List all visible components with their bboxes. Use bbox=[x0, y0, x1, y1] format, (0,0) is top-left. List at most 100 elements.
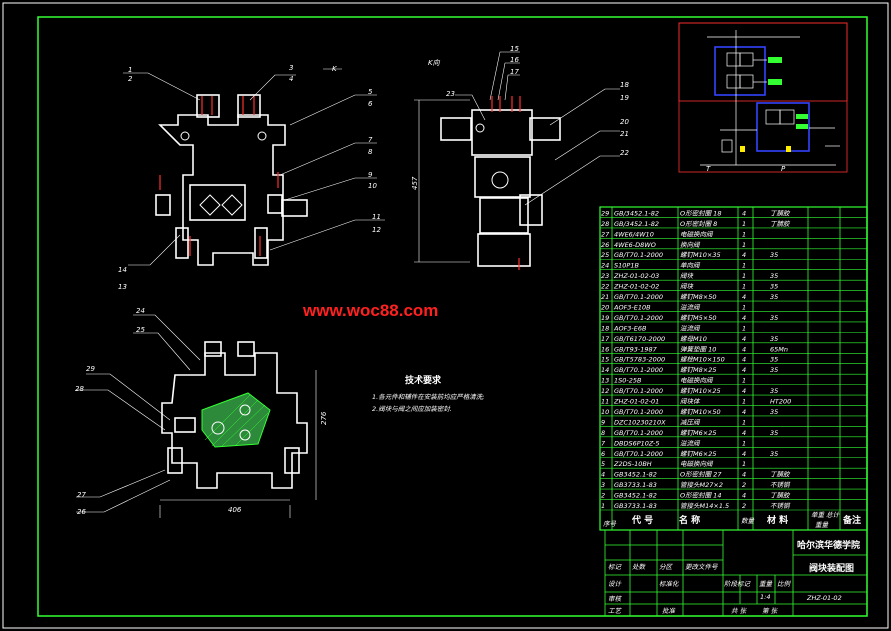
tb-review: 审核 bbox=[608, 595, 623, 603]
bom-table bbox=[599, 206, 868, 531]
bom-cell-name: 螺母M10 bbox=[680, 335, 707, 343]
bom-header-name: 名 称 bbox=[679, 514, 700, 526]
bom-cell-no: 27 bbox=[601, 230, 610, 238]
bom-cell-name: 弹簧垫圈 10 bbox=[680, 345, 716, 353]
drawing-name: 阀块装配图 bbox=[809, 562, 854, 574]
bom-cell-code: GB/T70.1-2000 bbox=[614, 408, 663, 416]
bom-cell-name: 螺钉M5×50 bbox=[680, 314, 716, 322]
balloon-3: 3 bbox=[289, 64, 293, 72]
bom-cell-mat: 35 bbox=[770, 408, 778, 416]
bom-cell-mat: 不锈钢 bbox=[770, 502, 791, 510]
bom-cell-qty: 4 bbox=[742, 450, 746, 458]
bom-cell-qty: 1 bbox=[742, 460, 746, 468]
bom-cell-no: 21 bbox=[601, 293, 609, 301]
k-view-label: K向 bbox=[428, 59, 441, 67]
bom-cell-code: 4WE6/4W10 bbox=[614, 230, 654, 238]
bom-cell-name: 管接头M14×1.5 bbox=[680, 502, 729, 510]
balloon-17: 17 bbox=[510, 68, 519, 76]
balloon-5: 5 bbox=[368, 88, 373, 96]
scale-value: 1:4 bbox=[760, 593, 770, 601]
bom-cell-qty: 1 bbox=[742, 262, 746, 270]
balloon-10: 10 bbox=[368, 182, 377, 190]
tb-mark: 标记 bbox=[608, 563, 623, 571]
tb-count: 处数 bbox=[632, 563, 647, 571]
bom-cell-code: GB/T93-1987 bbox=[614, 345, 658, 353]
bom-cell-name: 螺钉M8×25 bbox=[680, 366, 716, 374]
bom-cell-qty: 1 bbox=[742, 241, 746, 249]
bom-cell-code: ZHZ-01-02-03 bbox=[613, 272, 659, 280]
bom-cell-mat: 35 bbox=[770, 450, 778, 458]
bom-cell-qty: 1 bbox=[742, 398, 746, 406]
main-view bbox=[155, 94, 308, 266]
leaders-view3 bbox=[76, 314, 317, 518]
hatched-section bbox=[201, 392, 271, 448]
bom-cell-name: 螺钉M6×25 bbox=[680, 429, 716, 437]
bom-cell-no: 19 bbox=[601, 314, 609, 322]
balloon-23: 23 bbox=[446, 90, 455, 98]
bom-cell-name: 阀块体 bbox=[680, 398, 701, 406]
bom-cell-no: 15 bbox=[601, 356, 609, 364]
bom-cell-code: Z2DS-10BH bbox=[613, 460, 652, 468]
tb-stage: 阶段标记 bbox=[724, 580, 752, 588]
bom-cell-no: 6 bbox=[601, 450, 605, 458]
bom-cell-mat: 丁腈胶 bbox=[770, 209, 791, 217]
bom-cell-name: 电磁换向阀 bbox=[680, 460, 714, 468]
bom-cell-qty: 4 bbox=[742, 492, 746, 500]
bom-cell-mat: 35 bbox=[770, 356, 778, 364]
bom-header-code: 代 号 bbox=[631, 514, 653, 526]
bom-cell-no: 8 bbox=[601, 429, 605, 437]
bom-cell-code: AOF3-E10B bbox=[613, 303, 651, 311]
bom-cell-name: 螺钉M8×50 bbox=[680, 293, 716, 301]
tb-approve: 批准 bbox=[662, 607, 677, 615]
bom-cell-code: GB3452.1-82 bbox=[614, 471, 657, 479]
balloon-1: 1 bbox=[128, 66, 132, 74]
bom-cell-code: GB/T70.1-2000 bbox=[614, 314, 663, 322]
balloon-20: 20 bbox=[620, 118, 629, 126]
bom-cell-no: 2 bbox=[601, 492, 605, 500]
bom-cell-qty: 1 bbox=[742, 303, 746, 311]
bom-cell-no: 29 bbox=[601, 209, 609, 217]
bom-cell-name: 螺钉M10×25 bbox=[680, 387, 721, 395]
bom-cell-name: 阀块 bbox=[680, 283, 694, 291]
balloon-18: 18 bbox=[620, 81, 629, 89]
bom-cell-qty: 1 bbox=[742, 220, 746, 228]
bom-cell-no: 3 bbox=[601, 481, 605, 489]
balloon-15: 15 bbox=[510, 45, 519, 53]
leaders-view2 bbox=[414, 51, 620, 263]
bom-cell-mat: 35 bbox=[770, 314, 778, 322]
tb-process: 工艺 bbox=[608, 607, 623, 615]
dimension-276: 276 bbox=[320, 411, 328, 425]
bom-cell-name: 螺钉M10×50 bbox=[680, 408, 721, 416]
bom-cell-qty: 4 bbox=[742, 429, 746, 437]
balloon-9: 9 bbox=[368, 171, 373, 179]
bom-cell-code: GB/T70.1-2000 bbox=[614, 387, 663, 395]
bom-cell-mat: HT200 bbox=[770, 398, 791, 406]
tb-change-file: 更改文件号 bbox=[685, 563, 718, 571]
bom-cell-name: O形密封圈 14 bbox=[680, 492, 721, 500]
balloon-2: 2 bbox=[128, 75, 133, 83]
bom-cell-code: GB3733.1-83 bbox=[614, 481, 657, 489]
bom-cell-mat: 35 bbox=[770, 335, 778, 343]
bom-cell-name: 溢流阀 bbox=[680, 303, 701, 311]
dimension-457: 457 bbox=[411, 176, 419, 190]
hatch-lines bbox=[204, 394, 269, 447]
bom-cell-code: GB/T70.1-2000 bbox=[614, 251, 663, 259]
bom-cell-qty: 4 bbox=[742, 345, 746, 353]
bom-cell-mat: 丁腈胶 bbox=[770, 492, 791, 500]
bom-cell-no: 1 bbox=[601, 502, 605, 510]
bom-cell-mat: 35 bbox=[770, 272, 778, 280]
bom-cell-name: 阀块 bbox=[680, 272, 694, 280]
bom-cell-qty: 4 bbox=[742, 366, 746, 374]
bom-cell-qty: 1 bbox=[742, 272, 746, 280]
bom-cell-no: 28 bbox=[601, 220, 609, 228]
bom-cell-code: ZHZ-01-02-01 bbox=[613, 398, 659, 406]
bom-cell-qty: 2 bbox=[742, 481, 746, 489]
title-block bbox=[604, 529, 868, 617]
bom-cell-name: 溢流阀 bbox=[680, 439, 701, 447]
bom-cell-mat: 35 bbox=[770, 429, 778, 437]
bom-cell-qty: 1 bbox=[742, 377, 746, 385]
balloon-12: 12 bbox=[372, 226, 381, 234]
bom-cell-no: 11 bbox=[601, 398, 609, 406]
balloon-24: 24 bbox=[136, 307, 145, 315]
